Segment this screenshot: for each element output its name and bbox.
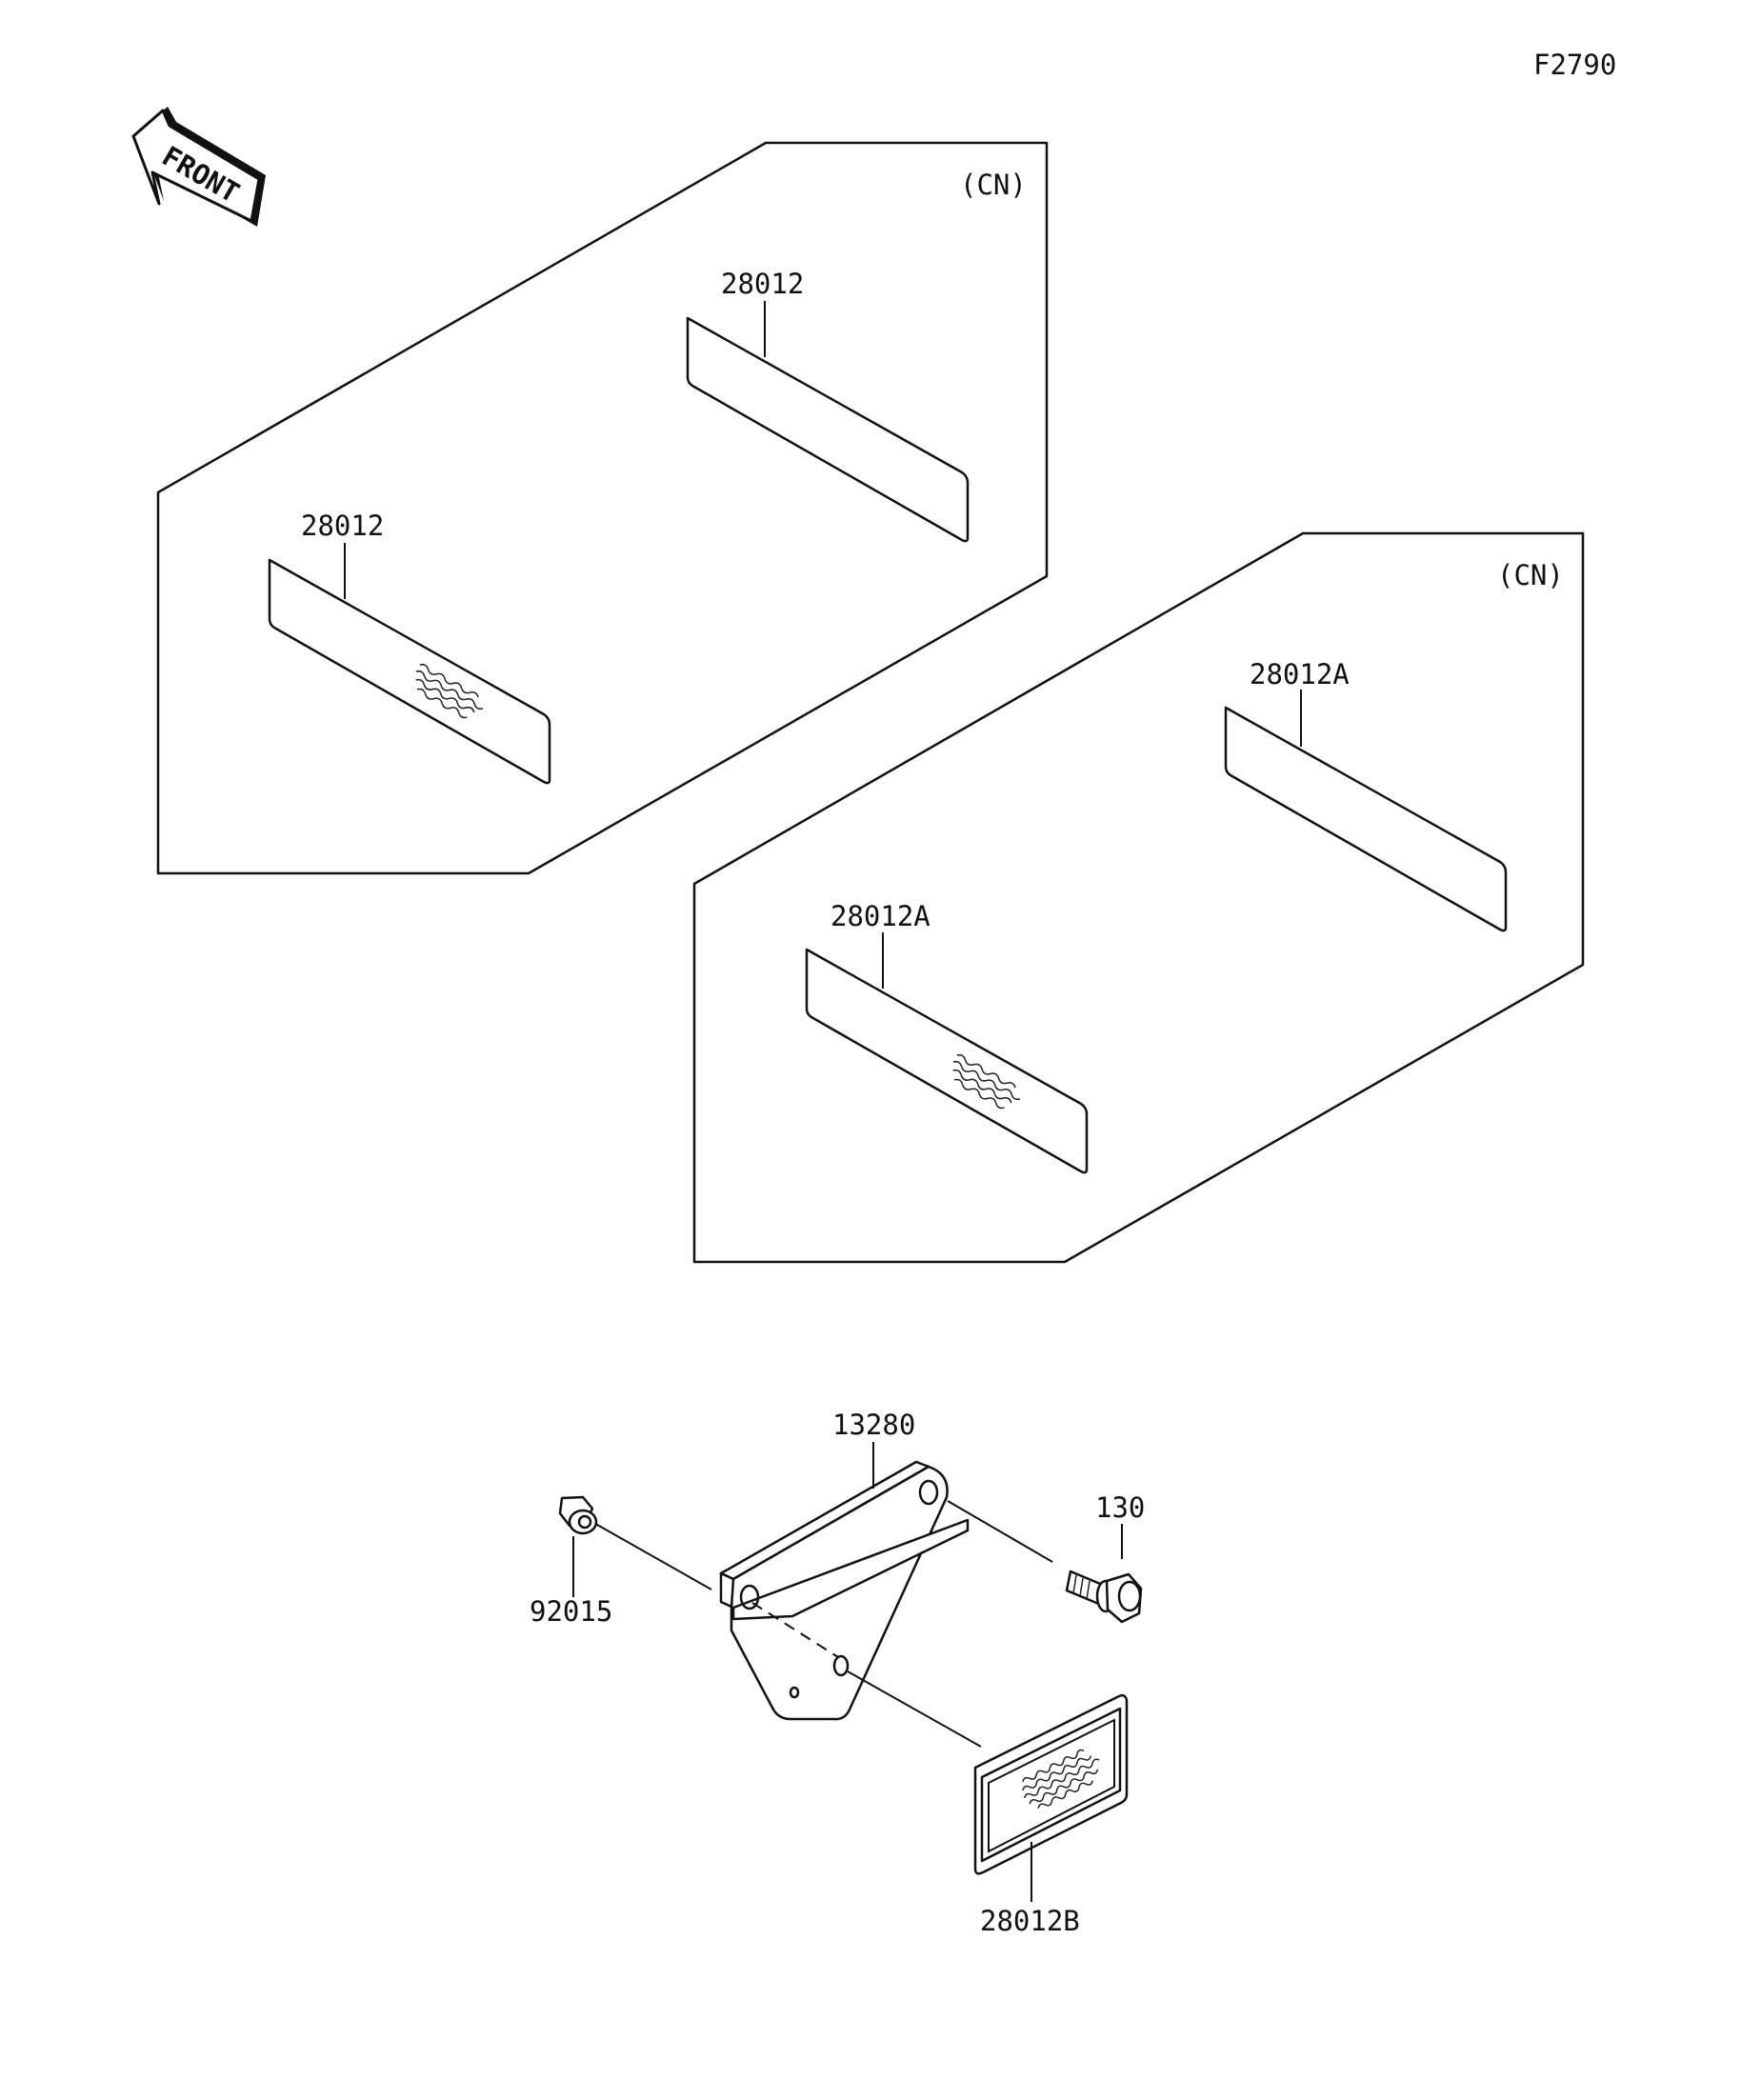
flange-nut-icon [558, 1495, 598, 1535]
decal-panel-1: (CN) 28012 28012 [156, 141, 1049, 875]
decal-panel-2: (CN) 28012A 28012A [692, 531, 1585, 1264]
flange-bolt-icon [1065, 1570, 1143, 1624]
decal-28012A-upper [1224, 706, 1508, 932]
part-label-28012-upper: 28012 [721, 268, 804, 300]
part-label-13280: 13280 [832, 1409, 915, 1441]
bracket-13280 [719, 1460, 970, 1721]
figure-code: F2790 [1533, 49, 1616, 81]
warning-print-icon [952, 1053, 1021, 1110]
reflector-assembly: 13280 92015 130 [530, 1409, 1145, 1937]
part-label-92015: 92015 [530, 1595, 612, 1628]
part-label-130: 130 [1095, 1491, 1145, 1524]
region-tag: (CN) [1497, 559, 1564, 591]
decal-28012A-lower [805, 948, 1089, 1174]
warning-print-icon [415, 663, 484, 719]
part-label-28012A-upper: 28012A [1250, 658, 1350, 690]
reflector-28012B [973, 1693, 1129, 1875]
front-arrow-icon: FRONT [131, 107, 266, 227]
decal-28012-lower [268, 558, 551, 785]
decal-28012-upper [686, 316, 970, 543]
part-label-28012B: 28012B [980, 1905, 1080, 1937]
part-label-28012A-lower: 28012A [830, 900, 931, 932]
reflector-pattern-icon [1022, 1749, 1100, 1809]
part-label-28012-lower: 28012 [301, 510, 384, 542]
region-tag: (CN) [960, 169, 1027, 201]
